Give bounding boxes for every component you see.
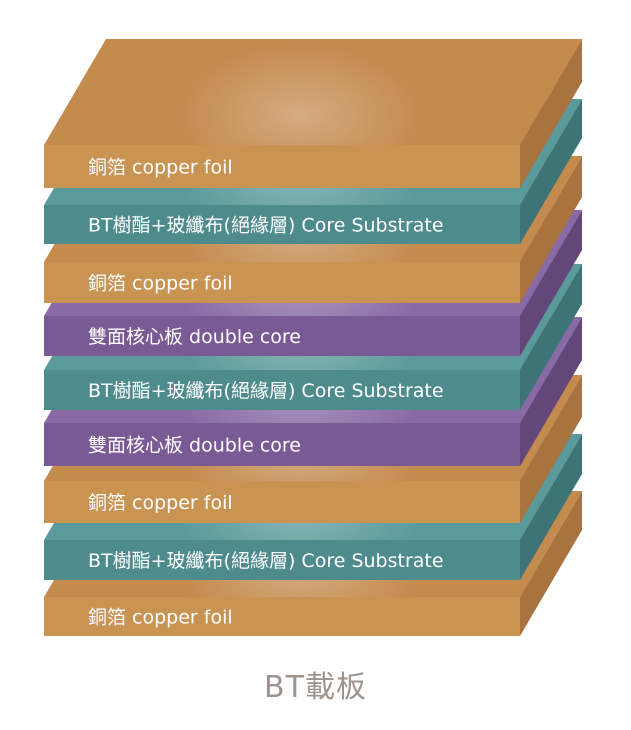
layer-label: 雙面核心板 double core <box>88 435 301 457</box>
diagram-caption: BT載板 <box>0 662 631 706</box>
layer-label: 銅箔 copper foil <box>88 157 233 179</box>
layer-label: 銅箔 copper foil <box>88 607 233 629</box>
layer-label: BT樹酯+玻纖布(絕緣層) Core Substrate <box>88 215 444 237</box>
layer-copper: 銅箔 copper foil <box>44 39 582 188</box>
layer-label: 銅箔 copper foil <box>88 492 233 514</box>
layer-label: BT樹酯+玻纖布(絕緣層) Core Substrate <box>88 380 444 402</box>
layer-label: 銅箔 copper foil <box>88 273 233 295</box>
layer-label: BT樹酯+玻纖布(絕緣層) Core Substrate <box>88 550 444 572</box>
layer-label: 雙面核心板 double core <box>88 326 301 348</box>
